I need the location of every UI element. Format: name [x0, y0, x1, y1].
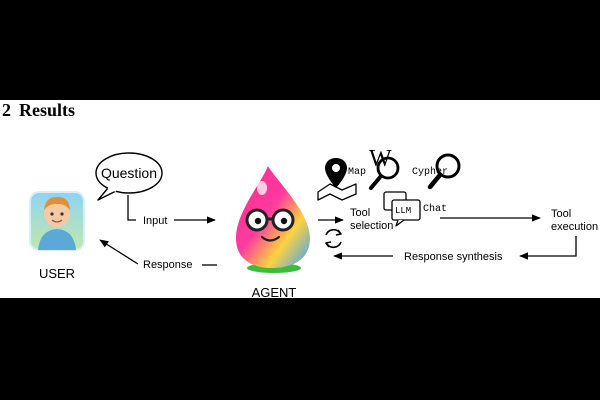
chat-bubbles-icon: [383, 191, 421, 227]
response-arrow: [99, 239, 139, 265]
response-label: Response: [143, 259, 193, 271]
map-pin-icon: [317, 158, 357, 201]
cypher-label: Cypher: [412, 166, 448, 178]
section-number: 2: [2, 100, 11, 120]
section-heading: 2 Results: [2, 100, 75, 121]
magnifier-icon: [427, 153, 461, 190]
wikipedia-w-icon: W: [369, 146, 400, 190]
agent-label: AGENT: [252, 285, 297, 298]
question-bubble: [95, 152, 163, 201]
agent-mascot-icon: [236, 166, 310, 273]
input-line: [127, 195, 136, 221]
map-label: Map: [348, 167, 366, 178]
chat-label: Chat: [423, 203, 447, 215]
workflow-diagram: USER Question Input Response AGENT: [29, 146, 598, 298]
llm-label: LLM: [395, 206, 411, 216]
cycle-arrows-icon: [325, 228, 342, 249]
input-label: Input: [143, 215, 167, 227]
page: 2 Results: [0, 100, 600, 298]
user-avatar-icon: [29, 191, 85, 251]
section-title: Results: [19, 100, 76, 120]
svg-text:W: W: [369, 146, 392, 172]
tool-selection-label-1: Tool: [350, 207, 370, 219]
execution-return-arrow: [519, 236, 577, 260]
tool-selection-label-2: selection: [350, 220, 393, 232]
question-text: Question: [101, 165, 157, 181]
user-label: USER: [39, 266, 75, 281]
response-synthesis-label: Response synthesis: [404, 251, 503, 263]
tool-execution-label-1: Tool: [551, 208, 571, 220]
tool-execution-label-2: execution: [551, 221, 598, 233]
